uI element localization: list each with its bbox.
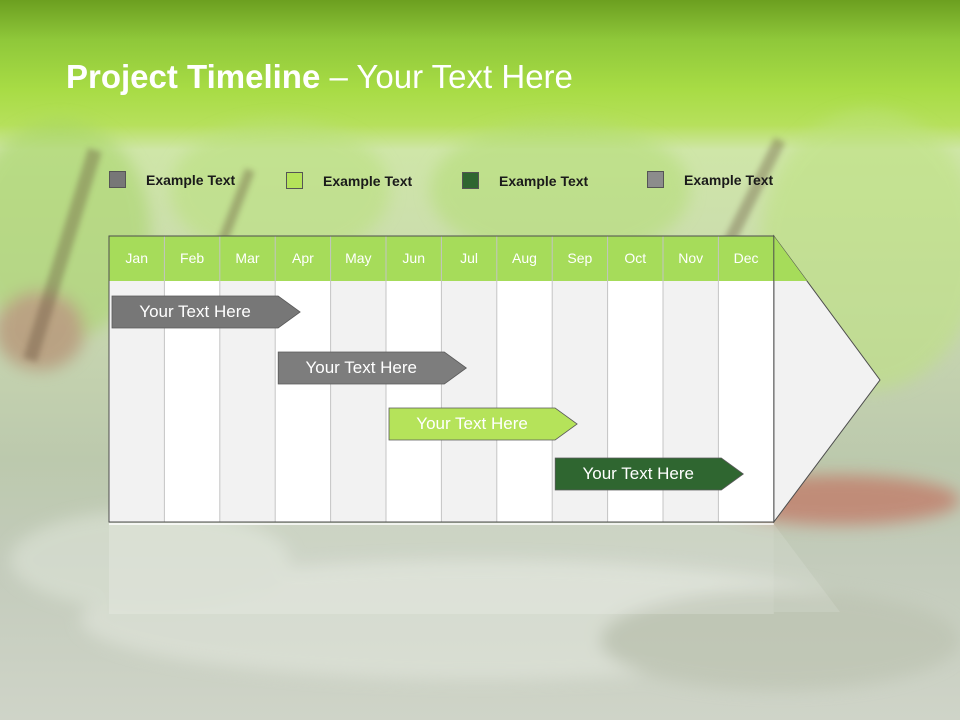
legend-label: Example Text bbox=[146, 171, 236, 188]
title-rest: – Your Text Here bbox=[320, 58, 573, 95]
month-header-cell bbox=[718, 236, 774, 281]
month-header-cell bbox=[552, 236, 608, 281]
slide-title: Project Timeline – Your Text Here bbox=[66, 58, 573, 96]
task-bar-arrow bbox=[388, 407, 578, 441]
month-header-cell bbox=[275, 236, 331, 281]
month-header-cell bbox=[607, 236, 663, 281]
month-column bbox=[441, 281, 497, 522]
month-header-cell bbox=[663, 236, 719, 281]
legend-swatch-dark-green bbox=[462, 172, 479, 189]
month-header-cell bbox=[219, 236, 276, 281]
month-label: Mar bbox=[235, 250, 260, 266]
legend-item-4: Example Text bbox=[647, 171, 773, 188]
month-label: Jul bbox=[460, 250, 479, 266]
task-bar-arrow bbox=[111, 295, 301, 329]
month-label: Nov bbox=[678, 250, 704, 266]
month-header-cell bbox=[496, 236, 553, 281]
legend-label: Example Text bbox=[684, 171, 774, 188]
month-label: Jun bbox=[402, 250, 425, 266]
task-bar-arrow bbox=[277, 351, 468, 385]
timeline-frame bbox=[108, 235, 775, 523]
month-label: Jan bbox=[125, 250, 148, 266]
month-header-cell bbox=[386, 236, 442, 281]
month-label: Sep bbox=[567, 250, 593, 266]
task-bar-label: Your Text Here bbox=[139, 302, 251, 321]
month-label: Apr bbox=[291, 250, 314, 266]
month-header-cell bbox=[441, 236, 497, 281]
task-bar-label: Your Text Here bbox=[582, 464, 694, 483]
legend-item-3: Example Text bbox=[462, 172, 588, 189]
month-column bbox=[386, 281, 442, 522]
task-bar-label: Your Text Here bbox=[416, 414, 528, 433]
legend-swatch-light-green bbox=[286, 172, 303, 189]
legend-swatch-gray bbox=[109, 171, 126, 188]
task-bar-arrow bbox=[554, 457, 745, 491]
timeline-reflection-arrow bbox=[773, 524, 840, 612]
title-bold: Project Timeline bbox=[66, 58, 321, 95]
legend-label: Example Text bbox=[499, 172, 589, 189]
month-label: Oct bbox=[624, 250, 647, 266]
month-column bbox=[496, 281, 553, 522]
legend-swatch-gray-2 bbox=[647, 171, 664, 188]
legend-label: Example Text bbox=[323, 172, 413, 189]
timeline-reflection bbox=[109, 524, 774, 614]
task-bar-label: Your Text Here bbox=[305, 358, 417, 377]
month-label: Feb bbox=[180, 250, 205, 266]
month-label: May bbox=[345, 250, 372, 266]
month-label: Dec bbox=[733, 250, 759, 266]
timeline-arrow-header bbox=[773, 236, 807, 281]
month-header-cell bbox=[164, 236, 220, 281]
legend-item-2: Example Text bbox=[286, 172, 412, 189]
month-column bbox=[330, 281, 386, 522]
legend-item-1: Example Text bbox=[109, 171, 235, 188]
month-header-cell bbox=[330, 236, 386, 281]
month-label: Aug bbox=[512, 250, 537, 266]
month-header-cell bbox=[109, 236, 165, 281]
